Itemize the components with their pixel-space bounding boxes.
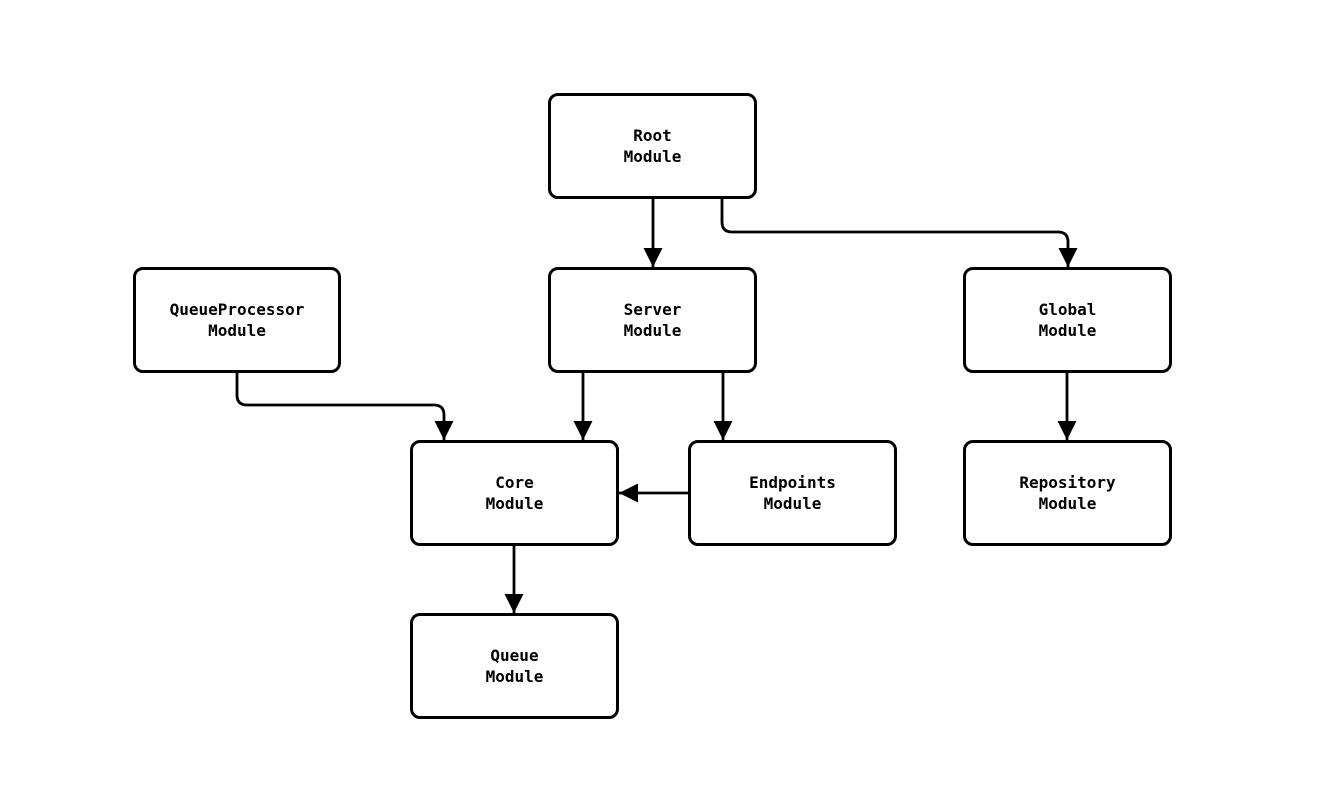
node-label: Repository Module (1019, 473, 1116, 513)
node-label: Global Module (1038, 300, 1097, 340)
node-label: Core Module (485, 473, 544, 513)
node-label: Queue Module (485, 646, 544, 686)
node-root: Root Module (548, 93, 757, 199)
node-endpoints: Endpoints Module (688, 440, 897, 546)
node-queue: Queue Module (410, 613, 619, 719)
node-label: Endpoints Module (749, 473, 836, 513)
node-label: Root Module (623, 126, 682, 166)
node-core: Core Module (410, 440, 619, 546)
node-label: QueueProcessor Module (169, 300, 305, 340)
node-global: Global Module (963, 267, 1172, 373)
node-label: Server Module (623, 300, 682, 340)
edges-group (235, 199, 1078, 613)
edge-root-to-global (720, 199, 1078, 267)
node-repository: Repository Module (963, 440, 1172, 546)
node-queueprocessor: QueueProcessor Module (133, 267, 341, 373)
node-server: Server Module (548, 267, 757, 373)
edge-queueprocessor-to-core (235, 373, 454, 440)
